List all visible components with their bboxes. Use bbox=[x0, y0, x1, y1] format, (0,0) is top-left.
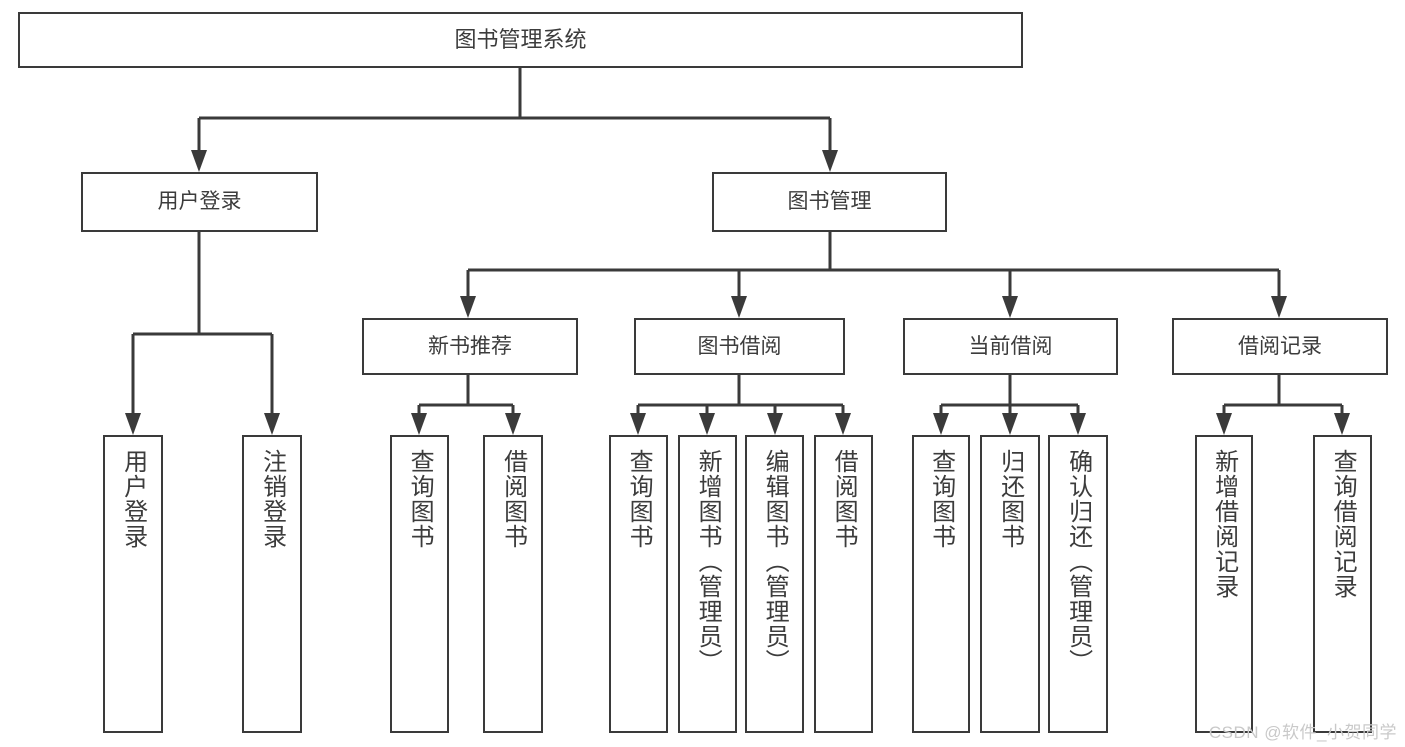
node-bookmgmt[interactable]: 图书管理 bbox=[712, 172, 947, 232]
edge-arrowhead-g-login-1 bbox=[264, 413, 280, 435]
node-label: 新增图书（管理员） bbox=[694, 449, 722, 674]
node-leaf-borrow-1[interactable]: 查询图书 bbox=[609, 435, 668, 733]
edge-arrowhead-g-cur-0 bbox=[933, 413, 949, 435]
edge-arrowhead-g-mgmt-1 bbox=[731, 296, 747, 318]
edge-arrowhead-g-rec-1 bbox=[1334, 413, 1350, 435]
edge-arrowhead-g-mgmt-0 bbox=[460, 296, 476, 318]
edge-arrowhead-g-root-1 bbox=[822, 150, 838, 172]
edge-arrowhead-g-borrow-3 bbox=[835, 413, 851, 435]
node-label: 用户登录 bbox=[119, 449, 147, 549]
edge-arrowhead-g-mgmt-3 bbox=[1271, 296, 1287, 318]
edge-arrowhead-g-cur-2 bbox=[1070, 413, 1086, 435]
edge-arrowhead-g-new-1 bbox=[505, 413, 521, 435]
edge-arrowhead-g-new-0 bbox=[411, 413, 427, 435]
node-current[interactable]: 当前借阅 bbox=[903, 318, 1118, 375]
node-label: 借阅图书 bbox=[830, 449, 858, 549]
node-leaf-cur-1[interactable]: 查询图书 bbox=[912, 435, 970, 733]
node-label: 编辑图书（管理员） bbox=[761, 449, 789, 674]
edge-arrowhead-g-rec-0 bbox=[1216, 413, 1232, 435]
node-label: 当前借阅 bbox=[968, 334, 1053, 358]
node-newbook[interactable]: 新书推荐 bbox=[362, 318, 578, 375]
node-label: 注销登录 bbox=[258, 449, 286, 549]
node-leaf-new-1[interactable]: 查询图书 bbox=[390, 435, 449, 733]
node-leaf-login-1[interactable]: 用户登录 bbox=[103, 435, 163, 733]
node-label: 新增借阅记录 bbox=[1210, 449, 1238, 599]
edge-arrowhead-g-borrow-1 bbox=[699, 413, 715, 435]
node-label: 归还图书 bbox=[996, 449, 1024, 549]
node-label: 借阅记录 bbox=[1238, 334, 1322, 358]
edge-arrowhead-g-mgmt-2 bbox=[1002, 296, 1018, 318]
node-leaf-borrow-4[interactable]: 借阅图书 bbox=[814, 435, 873, 733]
node-label: 图书管理系统 bbox=[454, 26, 587, 52]
node-leaf-new-2[interactable]: 借阅图书 bbox=[483, 435, 543, 733]
node-label: 图书管理 bbox=[787, 190, 872, 214]
node-label: 图书借阅 bbox=[697, 334, 782, 358]
node-leaf-borrow-3[interactable]: 编辑图书（管理员） bbox=[745, 435, 804, 733]
node-label: 确认归还（管理员） bbox=[1064, 449, 1092, 674]
node-label: 查询图书 bbox=[625, 449, 653, 549]
node-leaf-rec-1[interactable]: 新增借阅记录 bbox=[1195, 435, 1253, 733]
node-leaf-cur-3[interactable]: 确认归还（管理员） bbox=[1048, 435, 1108, 733]
edge-arrowhead-g-borrow-0 bbox=[630, 413, 646, 435]
node-leaf-borrow-2[interactable]: 新增图书（管理员） bbox=[678, 435, 737, 733]
node-label: 用户登录 bbox=[157, 190, 242, 214]
node-label: 新书推荐 bbox=[428, 334, 512, 358]
node-borrow[interactable]: 图书借阅 bbox=[634, 318, 845, 375]
node-label: 查询图书 bbox=[406, 449, 434, 549]
edge-arrowhead-g-cur-1 bbox=[1002, 413, 1018, 435]
edge-arrowhead-g-borrow-2 bbox=[767, 413, 783, 435]
node-root[interactable]: 图书管理系统 bbox=[18, 12, 1023, 68]
node-label: 查询借阅记录 bbox=[1329, 449, 1357, 599]
node-leaf-rec-2[interactable]: 查询借阅记录 bbox=[1313, 435, 1372, 733]
node-leaf-login-2[interactable]: 注销登录 bbox=[242, 435, 302, 733]
node-label: 借阅图书 bbox=[499, 449, 527, 549]
node-records[interactable]: 借阅记录 bbox=[1172, 318, 1388, 375]
node-login[interactable]: 用户登录 bbox=[81, 172, 318, 232]
node-leaf-cur-2[interactable]: 归还图书 bbox=[980, 435, 1040, 733]
edge-arrowhead-g-root-0 bbox=[191, 150, 207, 172]
edge-arrowhead-g-login-0 bbox=[125, 413, 141, 435]
node-label: 查询图书 bbox=[927, 449, 955, 549]
